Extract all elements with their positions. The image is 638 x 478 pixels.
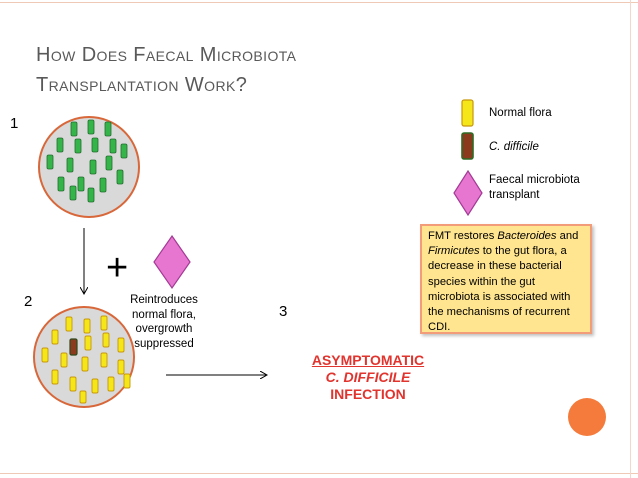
green-bacteria-group — [46, 119, 128, 203]
green-bacterium — [69, 185, 77, 201]
legend-transplant-label: Faecal microbiota transplant — [489, 173, 580, 203]
green-bacterium — [105, 155, 113, 171]
cdifficile-bacterium — [69, 338, 78, 356]
yellow-bacterium — [51, 329, 59, 345]
green-bacterium — [66, 157, 74, 173]
legend-transplant-line-1: Faecal microbiota — [489, 174, 580, 186]
reintroduces-line-4: suppressed — [134, 337, 194, 350]
green-bacterium — [56, 137, 64, 153]
outcome-line-2: C. DIFFICILE — [325, 369, 411, 385]
fmt-text-part3: to the gut flora, a decrease in these ba… — [428, 245, 571, 334]
yellow-bacterium — [100, 315, 108, 331]
yellow-bacterium — [41, 347, 49, 363]
yellow-bacterium — [60, 352, 68, 368]
fmt-firmicutes: Firmicutes — [428, 245, 480, 258]
reintroduces-line-1: Reintroduces — [130, 294, 198, 306]
legend-cdifficile-label: C. difficile — [489, 141, 539, 153]
green-bacterium — [77, 176, 85, 192]
green-bacterium — [87, 187, 95, 203]
yellow-bacterium — [84, 335, 92, 351]
outcome-line-1: ASYMPTOMATIC — [311, 352, 425, 368]
green-bacterium — [70, 121, 78, 137]
yellow-bacterium — [65, 316, 73, 332]
yellow-bacterium — [123, 373, 131, 389]
yellow-bacterium — [83, 318, 91, 334]
right-border — [630, 0, 631, 478]
reintroduces-line-3: overgrowth — [135, 323, 193, 336]
yellow-bacterium — [91, 378, 99, 394]
yellow-bacterium — [100, 352, 108, 368]
yellow-bacterium — [69, 376, 77, 392]
legend-normal-flora-label: Normal flora — [489, 107, 552, 119]
step-3-label: 3 — [279, 303, 288, 320]
green-bacterium — [57, 176, 65, 192]
green-bacterium — [109, 138, 117, 154]
yellow-bacterium — [117, 359, 125, 375]
slide-title: How Does Faecal Microbiota Transplantati… — [36, 40, 296, 100]
green-bacterium — [46, 154, 54, 170]
fmt-text-part2: and — [556, 230, 579, 242]
yellow-bacterium — [117, 337, 125, 353]
step-1-label: 1 — [10, 115, 19, 132]
legend-cdifficile-swatch — [461, 132, 474, 160]
green-bacterium — [91, 137, 99, 153]
fmt-explanation-box: FMT restores Bacteroides and Firmicutes … — [420, 224, 592, 334]
outcome-line-3: INFECTION — [330, 386, 406, 402]
fmt-text-part1: FMT restores — [428, 230, 498, 242]
green-bacterium — [74, 138, 82, 154]
fmt-bacteroides: Bacteroides — [497, 230, 557, 242]
reintroduces-caption: Reintroduces normal flora, overgrowth su… — [120, 293, 208, 351]
outcome-text: ASYMPTOMATIC C. DIFFICILE INFECTION — [300, 352, 436, 403]
legend-transplant-line-2: transplant — [489, 189, 540, 201]
yellow-bacterium — [102, 332, 110, 348]
green-bacterium — [89, 159, 97, 175]
yellow-bacterium — [107, 376, 115, 392]
step-2-label: 2 — [24, 293, 33, 310]
title-line-2: Transplantation Work? — [36, 74, 248, 96]
decorative-orange-circle — [568, 398, 606, 436]
transplant-diamond-icon — [153, 234, 191, 290]
top-border — [0, 2, 638, 3]
green-bacterium — [116, 169, 124, 185]
green-bacterium — [120, 143, 128, 159]
legend-transplant-diamond-icon — [453, 169, 483, 217]
yellow-bacterium — [81, 356, 89, 372]
legend-normal-flora-swatch — [461, 99, 474, 127]
bottom-border — [0, 473, 638, 474]
green-bacterium — [104, 121, 112, 137]
green-bacterium — [87, 119, 95, 135]
reintroduces-line-2: normal flora, — [132, 308, 196, 321]
title-line-1: How Does Faecal Microbiota — [36, 44, 297, 66]
yellow-bacterium — [79, 390, 87, 404]
green-bacterium — [99, 177, 107, 193]
yellow-bacterium — [51, 369, 59, 385]
plus-sign: + — [106, 247, 129, 289]
yellow-bacteria-group — [41, 315, 131, 404]
